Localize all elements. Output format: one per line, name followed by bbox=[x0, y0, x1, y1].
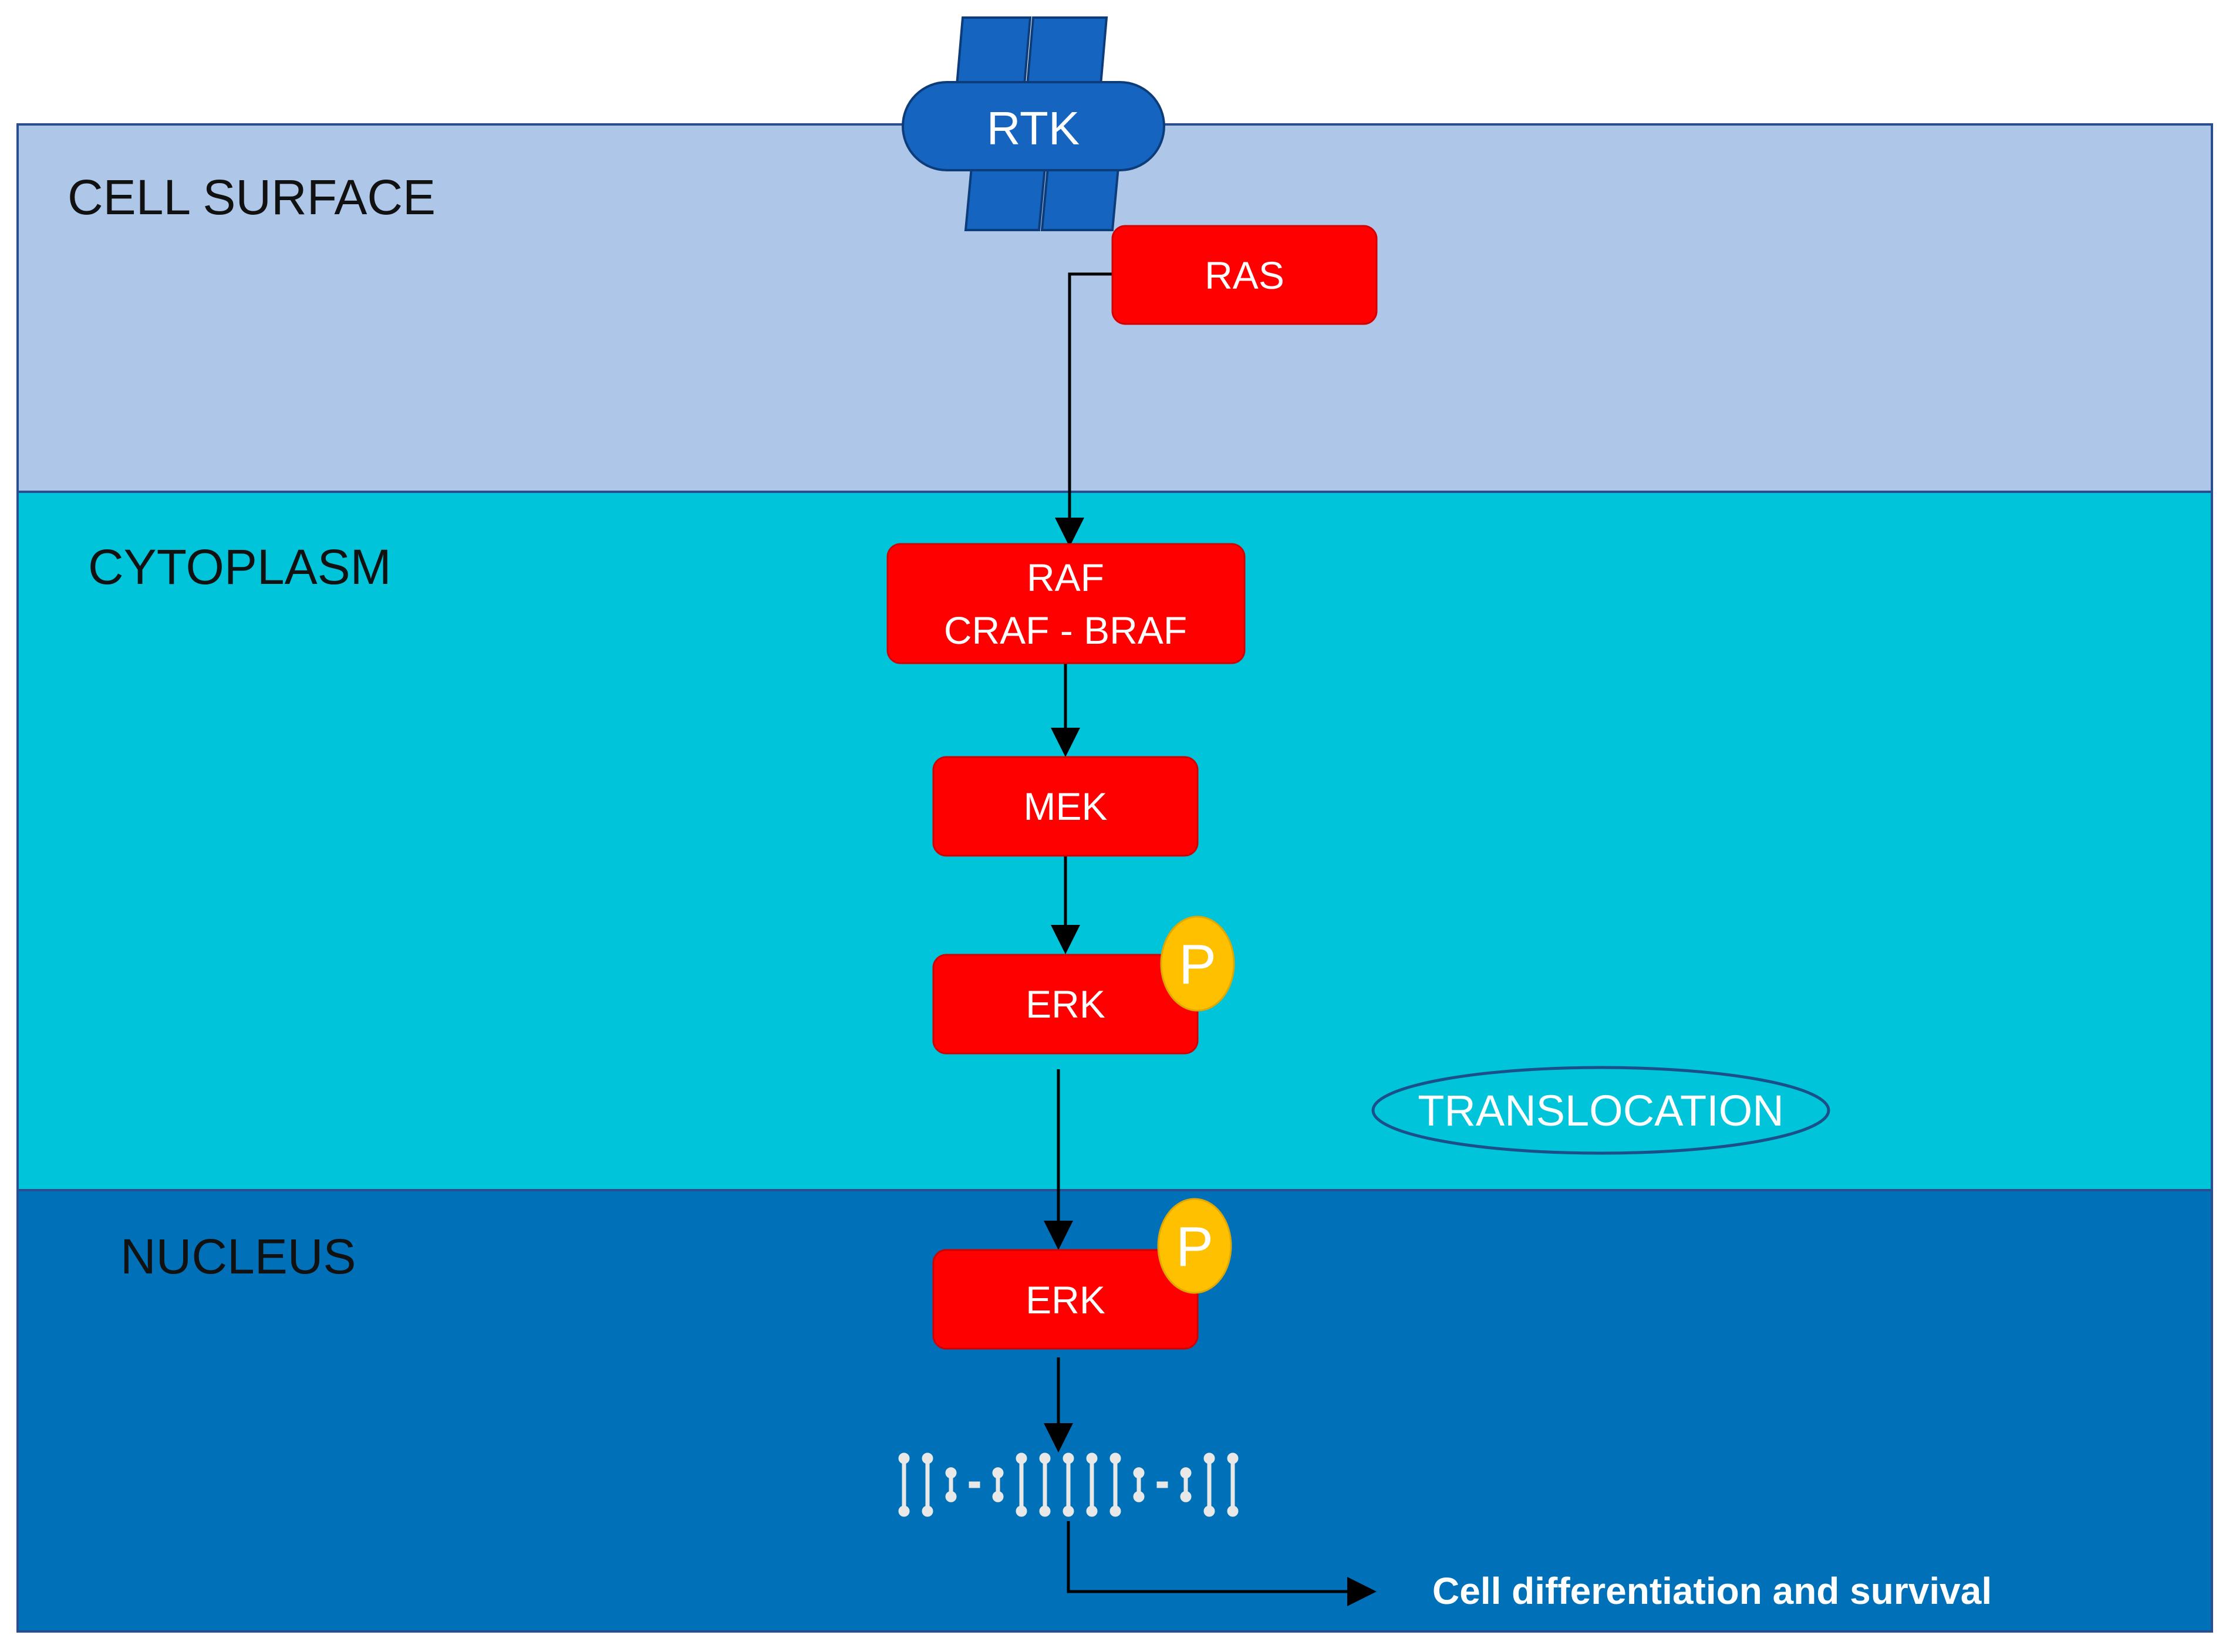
dna-node bbox=[1133, 1467, 1145, 1479]
dna-node bbox=[898, 1505, 910, 1517]
phospho-badge-nucleus bbox=[1157, 1198, 1232, 1294]
dna-node bbox=[1039, 1452, 1051, 1464]
dna-node bbox=[1227, 1505, 1239, 1517]
arrow-dna-to-outcome bbox=[1067, 1521, 1377, 1606]
dna-node bbox=[1133, 1491, 1145, 1502]
dna-node bbox=[1109, 1452, 1121, 1464]
phospho-nucleus-label: P bbox=[1176, 1215, 1213, 1278]
dna-node bbox=[1203, 1505, 1215, 1517]
phospho-cytoplasm-label: P bbox=[1179, 933, 1216, 996]
cytoplasm-label: CYTOPLASM bbox=[88, 539, 392, 594]
dna-node bbox=[1016, 1452, 1027, 1464]
dna-node bbox=[945, 1491, 957, 1502]
dna-node bbox=[1227, 1452, 1239, 1464]
dna-node bbox=[992, 1491, 1004, 1502]
dna-node bbox=[922, 1452, 933, 1464]
dna-icon bbox=[898, 1452, 1239, 1517]
dna-node bbox=[1203, 1452, 1215, 1464]
receptor-icon bbox=[902, 16, 1165, 231]
dna-node bbox=[1086, 1505, 1098, 1517]
dna-node bbox=[922, 1505, 933, 1517]
rtk-label: RTK bbox=[987, 102, 1080, 154]
mek-node bbox=[932, 756, 1199, 857]
ras-label: RAS bbox=[1205, 254, 1284, 297]
outcome-label: Cell differentiation and survival bbox=[1432, 1570, 1992, 1612]
dna-node bbox=[1180, 1467, 1192, 1479]
dna-node bbox=[1063, 1452, 1074, 1464]
dna-node bbox=[1063, 1505, 1074, 1517]
dna-node bbox=[1039, 1505, 1051, 1517]
dna-node bbox=[1086, 1452, 1098, 1464]
erk-nucleus-node bbox=[932, 1249, 1199, 1350]
dna-node bbox=[1016, 1505, 1027, 1517]
nucleus-label: NUCLEUS bbox=[120, 1229, 356, 1284]
dna-node bbox=[898, 1452, 910, 1464]
raf-isoforms-label: CRAF - BRAF bbox=[944, 609, 1187, 652]
arrow-ras-to-raf bbox=[1055, 272, 1112, 547]
mek-label: MEK bbox=[1023, 785, 1107, 828]
dna-node bbox=[945, 1467, 957, 1479]
dna-base-pair bbox=[1156, 1481, 1168, 1488]
dna-base-pair bbox=[969, 1481, 980, 1488]
translocation-label: TRANSLOCATION bbox=[1418, 1086, 1784, 1135]
dna-node bbox=[1109, 1505, 1121, 1517]
translocation-ellipse bbox=[1371, 1066, 1830, 1155]
ras-node bbox=[1111, 225, 1378, 325]
dna-node bbox=[1180, 1491, 1192, 1502]
cell-surface-label: CELL SURFACE bbox=[68, 170, 436, 225]
dna-node bbox=[992, 1467, 1004, 1479]
erk-cytoplasm-label: ERK bbox=[1026, 982, 1105, 1026]
phospho-badge-cytoplasm bbox=[1160, 915, 1235, 1012]
raf-node bbox=[886, 543, 1246, 664]
erk-nucleus-label: ERK bbox=[1026, 1278, 1105, 1322]
raf-label: RAF bbox=[1027, 556, 1104, 599]
